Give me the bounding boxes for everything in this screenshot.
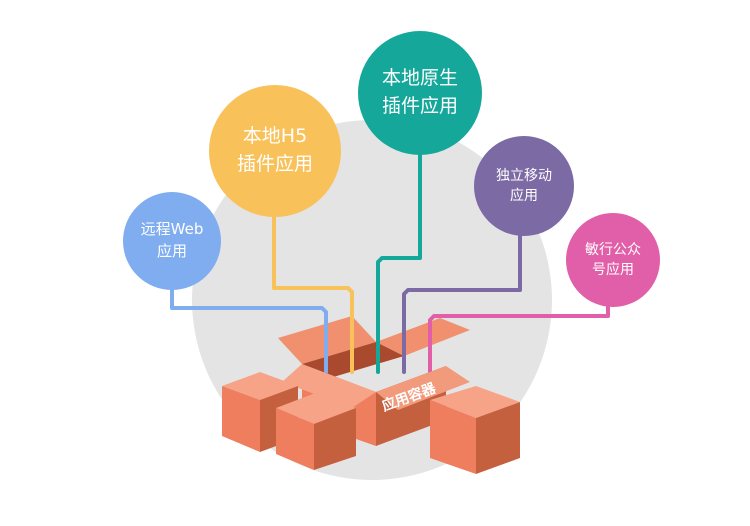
node-remote-web-app: 远程Web 应用	[123, 192, 221, 290]
node-label-line: 敏行公众	[585, 241, 641, 258]
node-standalone-mobile-app: 独立移动 应用	[474, 136, 574, 236]
small-box-right	[430, 386, 520, 474]
connector-mobile	[402, 232, 522, 374]
connector-public	[428, 303, 610, 374]
node-public-account-app: 敏行公众 号应用	[566, 213, 660, 307]
connectors	[170, 151, 610, 374]
connector-native	[376, 151, 422, 374]
node-label-line: 插件应用	[236, 153, 313, 175]
node-local-h5-plugin-app: 本地H5 插件应用	[209, 85, 341, 217]
node-label-line: 远程Web	[140, 220, 204, 239]
connector-h5	[272, 213, 354, 374]
node-label-line: 插件应用	[381, 95, 458, 117]
node-label-line: 本地H5	[242, 125, 308, 148]
box-flap-right	[376, 366, 470, 410]
node-label-line: 本地原生	[381, 67, 458, 90]
connector-web	[170, 286, 328, 374]
node-label-line: 应用	[510, 188, 538, 204]
node-label-line: 应用	[156, 242, 187, 260]
box-flap-left	[282, 364, 376, 408]
node-local-native-plugin-app: 本地原生 插件应用	[358, 31, 482, 155]
node-label-line: 号应用	[592, 262, 634, 278]
box-back-flap-right	[376, 318, 470, 356]
node-label-line: 独立移动	[496, 167, 552, 184]
small-box-front	[276, 392, 356, 470]
